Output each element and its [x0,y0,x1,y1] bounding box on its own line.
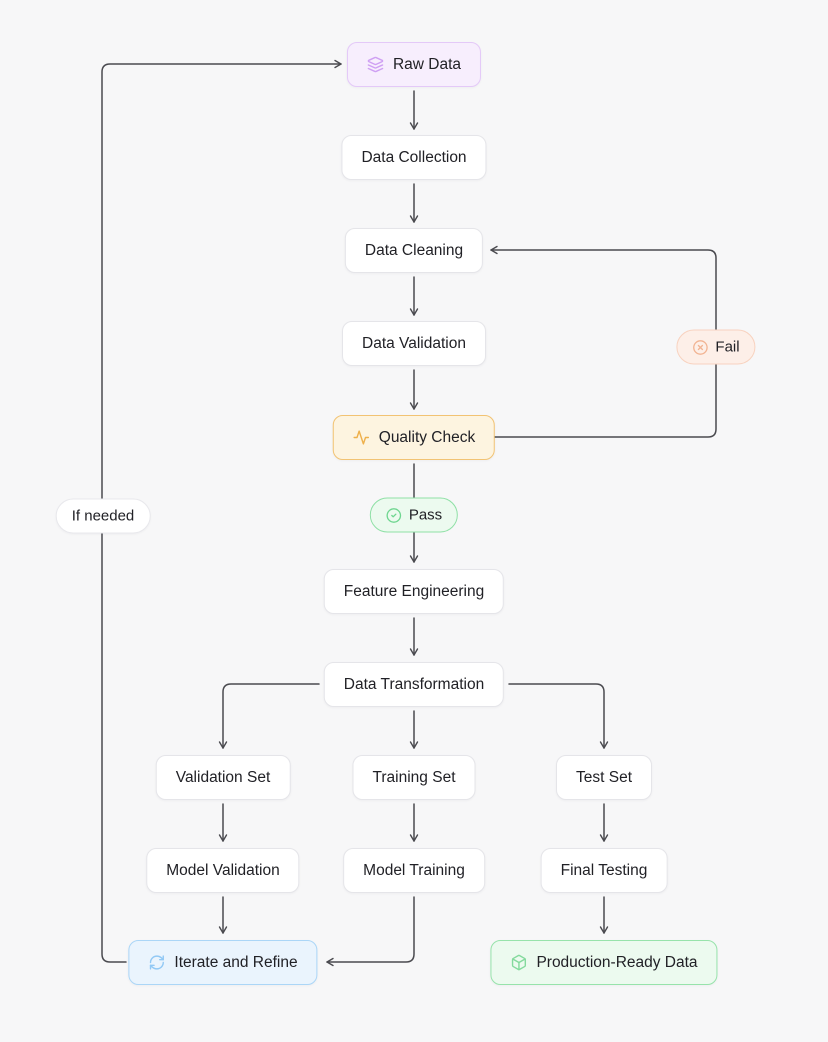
node-label: Model Training [363,861,465,879]
node-label: Feature Engineering [343,582,485,600]
node-test-set: Test Set [556,755,652,800]
refresh-icon [148,954,165,971]
node-label: Final Testing [560,861,648,879]
box-icon [510,954,527,971]
edge-label-text: If needed [71,507,135,525]
node-feature-engineering: Feature Engineering [323,569,505,614]
node-label: Data Collection [361,148,467,166]
node-production-ready-data: Production-Ready Data [490,940,718,985]
node-training-set: Training Set [352,755,476,800]
node-data-cleaning: Data Cleaning [344,228,484,273]
node-label: Data Validation [362,334,466,352]
node-label: Test Set [576,768,632,786]
edge-label-fail: Fail [676,329,756,365]
node-data-validation: Data Validation [342,321,486,366]
node-label: Iterate and Refine [174,953,298,971]
node-label: Raw Data [392,55,462,73]
node-data-collection: Data Collection [341,135,487,180]
activity-icon [353,429,370,446]
edge-label-pass: Pass [369,497,459,533]
node-quality-check: Quality Check [332,415,496,460]
node-label: Quality Check [378,428,476,446]
layers-icon [367,56,384,73]
check-circle-icon [386,507,402,523]
node-validation-set: Validation Set [155,755,291,800]
edge-label-if-needed: If needed [55,498,151,534]
x-circle-icon [692,339,708,355]
node-label: Production-Ready Data [536,953,698,971]
edge-label-text: Fail [715,338,740,356]
node-label: Data Transformation [343,675,485,693]
node-model-validation: Model Validation [146,848,300,893]
node-label: Model Validation [166,861,280,879]
node-final-testing: Final Testing [540,848,668,893]
node-label: Validation Set [175,768,271,786]
node-label: Data Cleaning [364,241,464,259]
node-label: Training Set [372,768,456,786]
node-model-training: Model Training [343,848,485,893]
node-iterate-and-refine: Iterate and Refine [128,940,318,985]
node-raw-data: Raw Data [346,42,482,87]
node-data-transformation: Data Transformation [323,662,505,707]
edge-label-text: Pass [408,506,443,524]
